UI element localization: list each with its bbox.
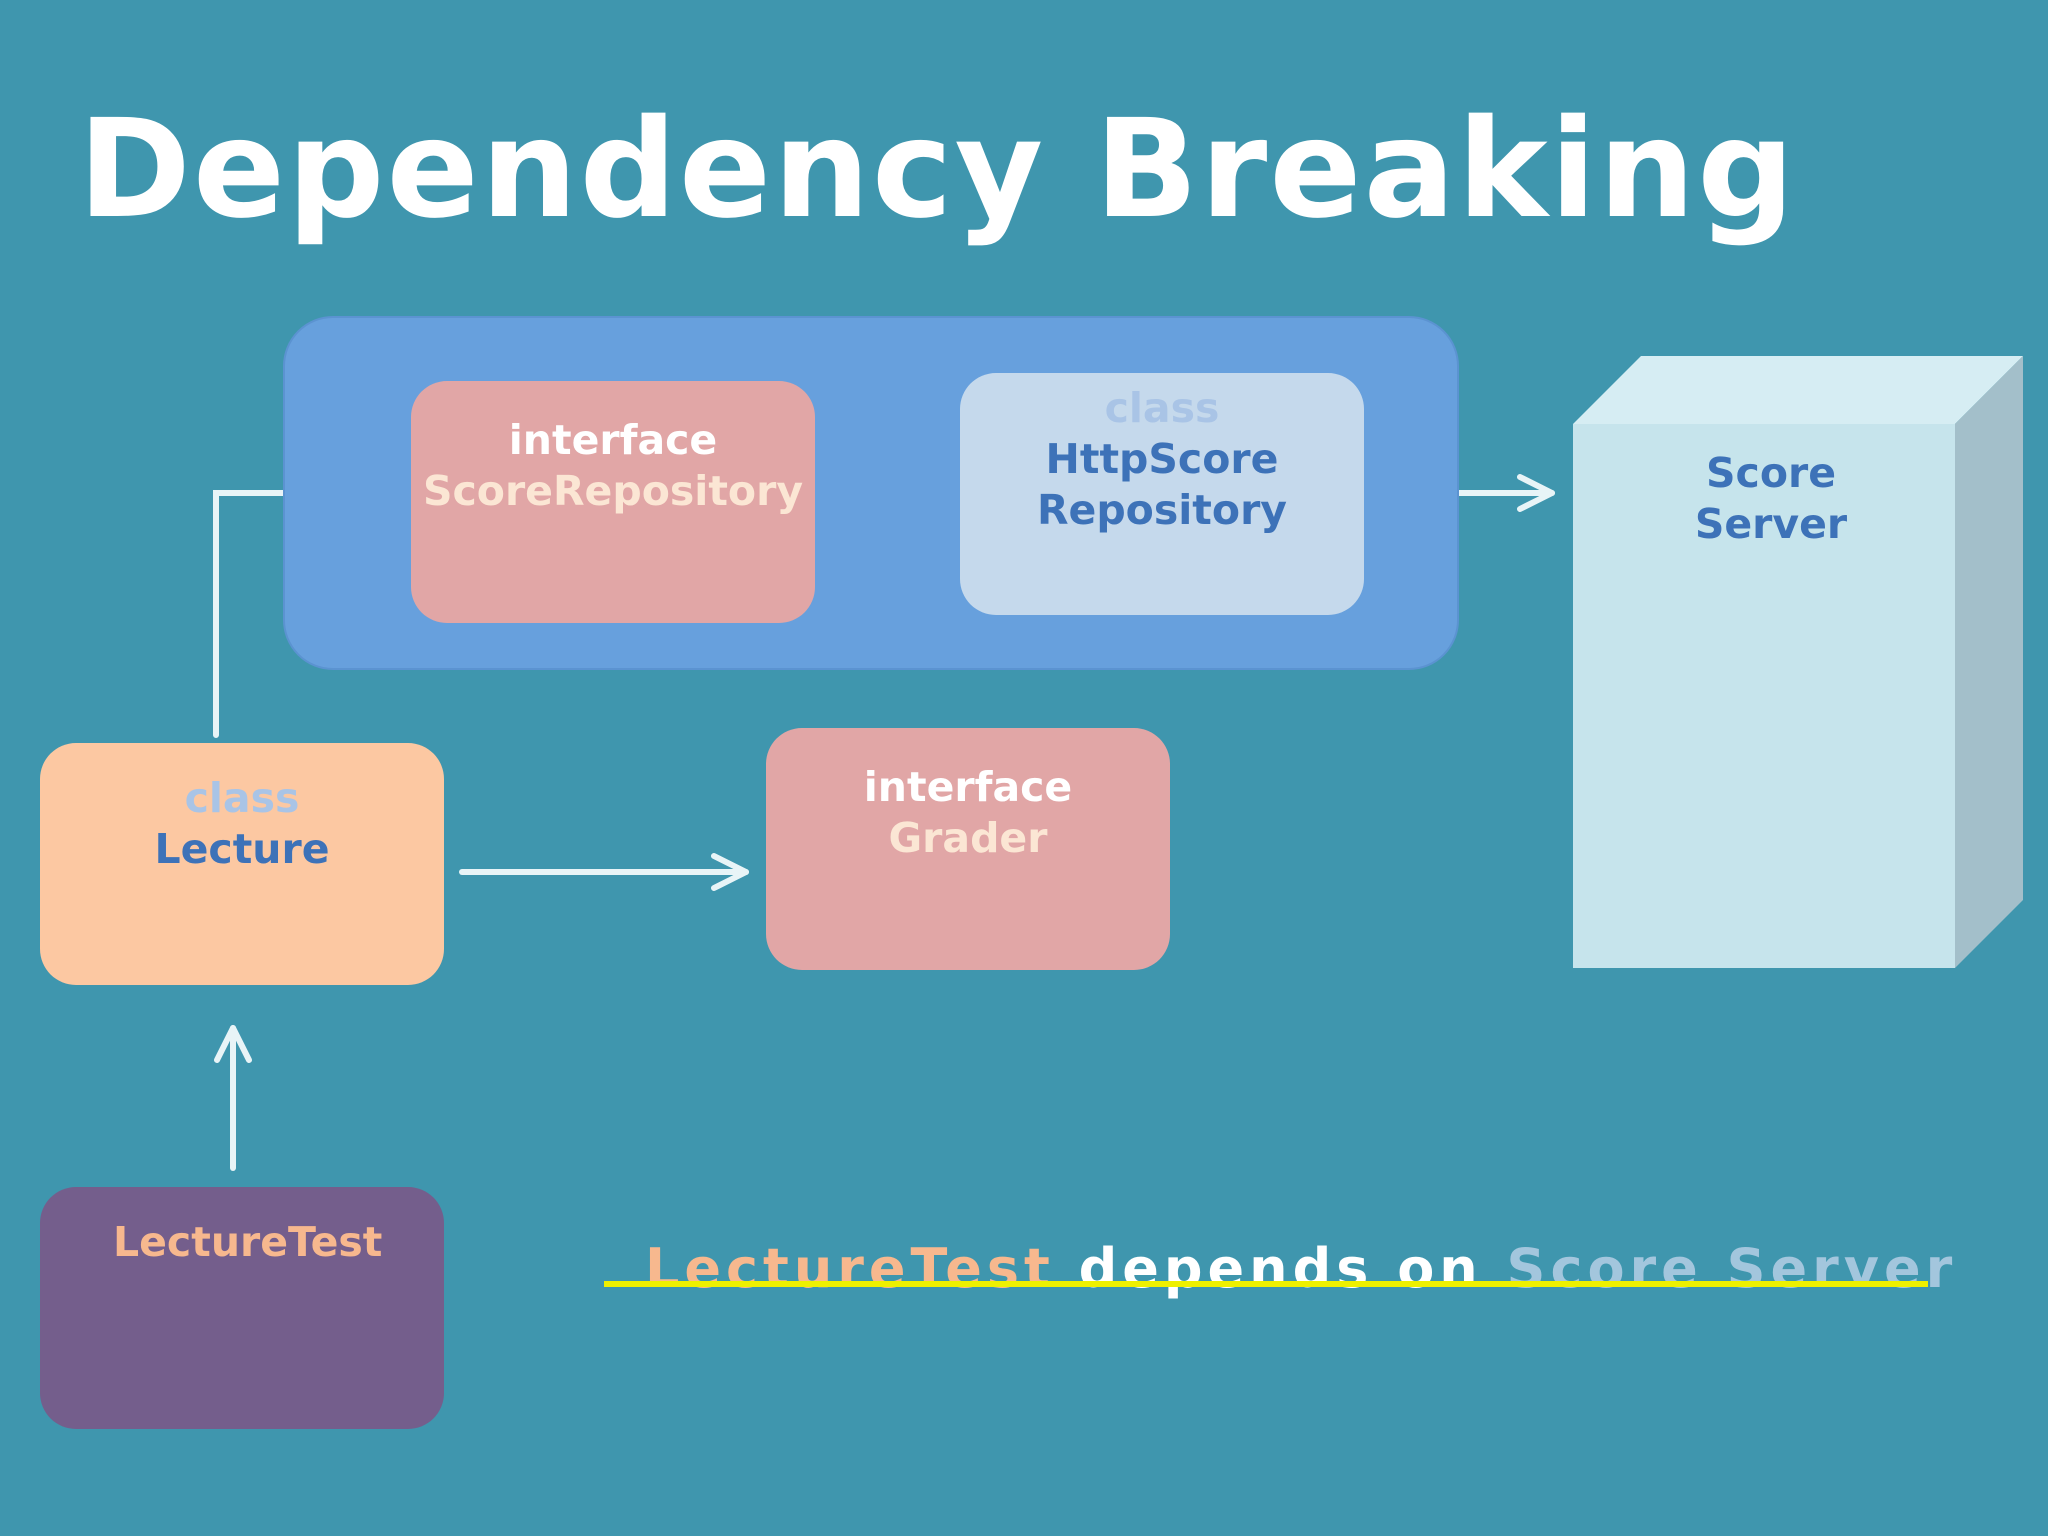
- score-server-side-face: [1955, 356, 2023, 968]
- lecture-keyword: class: [184, 774, 300, 822]
- score-repository-interface-box: interface ScoreRepository: [411, 381, 815, 623]
- slide-title: Dependency Breaking: [78, 91, 1797, 249]
- caption-object: Score Server: [1506, 1237, 1958, 1300]
- grader-keyword: interface: [863, 763, 1073, 811]
- score-server-label-line2: Server: [1694, 500, 1848, 548]
- http-score-repository-name-line1: HttpScore: [1045, 435, 1279, 483]
- score-repository-name: ScoreRepository: [422, 467, 804, 515]
- grader-interface-box: interface Grader: [766, 728, 1170, 970]
- http-score-repository-keyword: class: [1104, 384, 1220, 432]
- score-server-front-face: [1573, 424, 1955, 968]
- lecture-name: Lecture: [154, 825, 330, 873]
- score-server-top-face: [1573, 356, 2023, 424]
- lecture-test-name: LectureTest: [113, 1218, 383, 1266]
- score-server-label-line1: Score: [1705, 449, 1837, 497]
- lecture-class-box: class Lecture: [40, 743, 444, 985]
- http-score-repository-class-box: class HttpScore Repository: [960, 373, 1364, 615]
- score-repository-keyword: interface: [508, 416, 718, 464]
- caption-verb: depends on: [1054, 1237, 1507, 1300]
- caption-subject: LectureTest: [645, 1237, 1055, 1300]
- struck-dependency-caption: LectureTest depends on Score Server: [645, 1237, 1957, 1302]
- http-score-repository-name-line2: Repository: [1036, 486, 1288, 534]
- score-server-label: Score Server: [1573, 448, 1969, 550]
- grader-name: Grader: [888, 814, 1048, 862]
- lecture-test-box: LectureTest: [40, 1187, 444, 1429]
